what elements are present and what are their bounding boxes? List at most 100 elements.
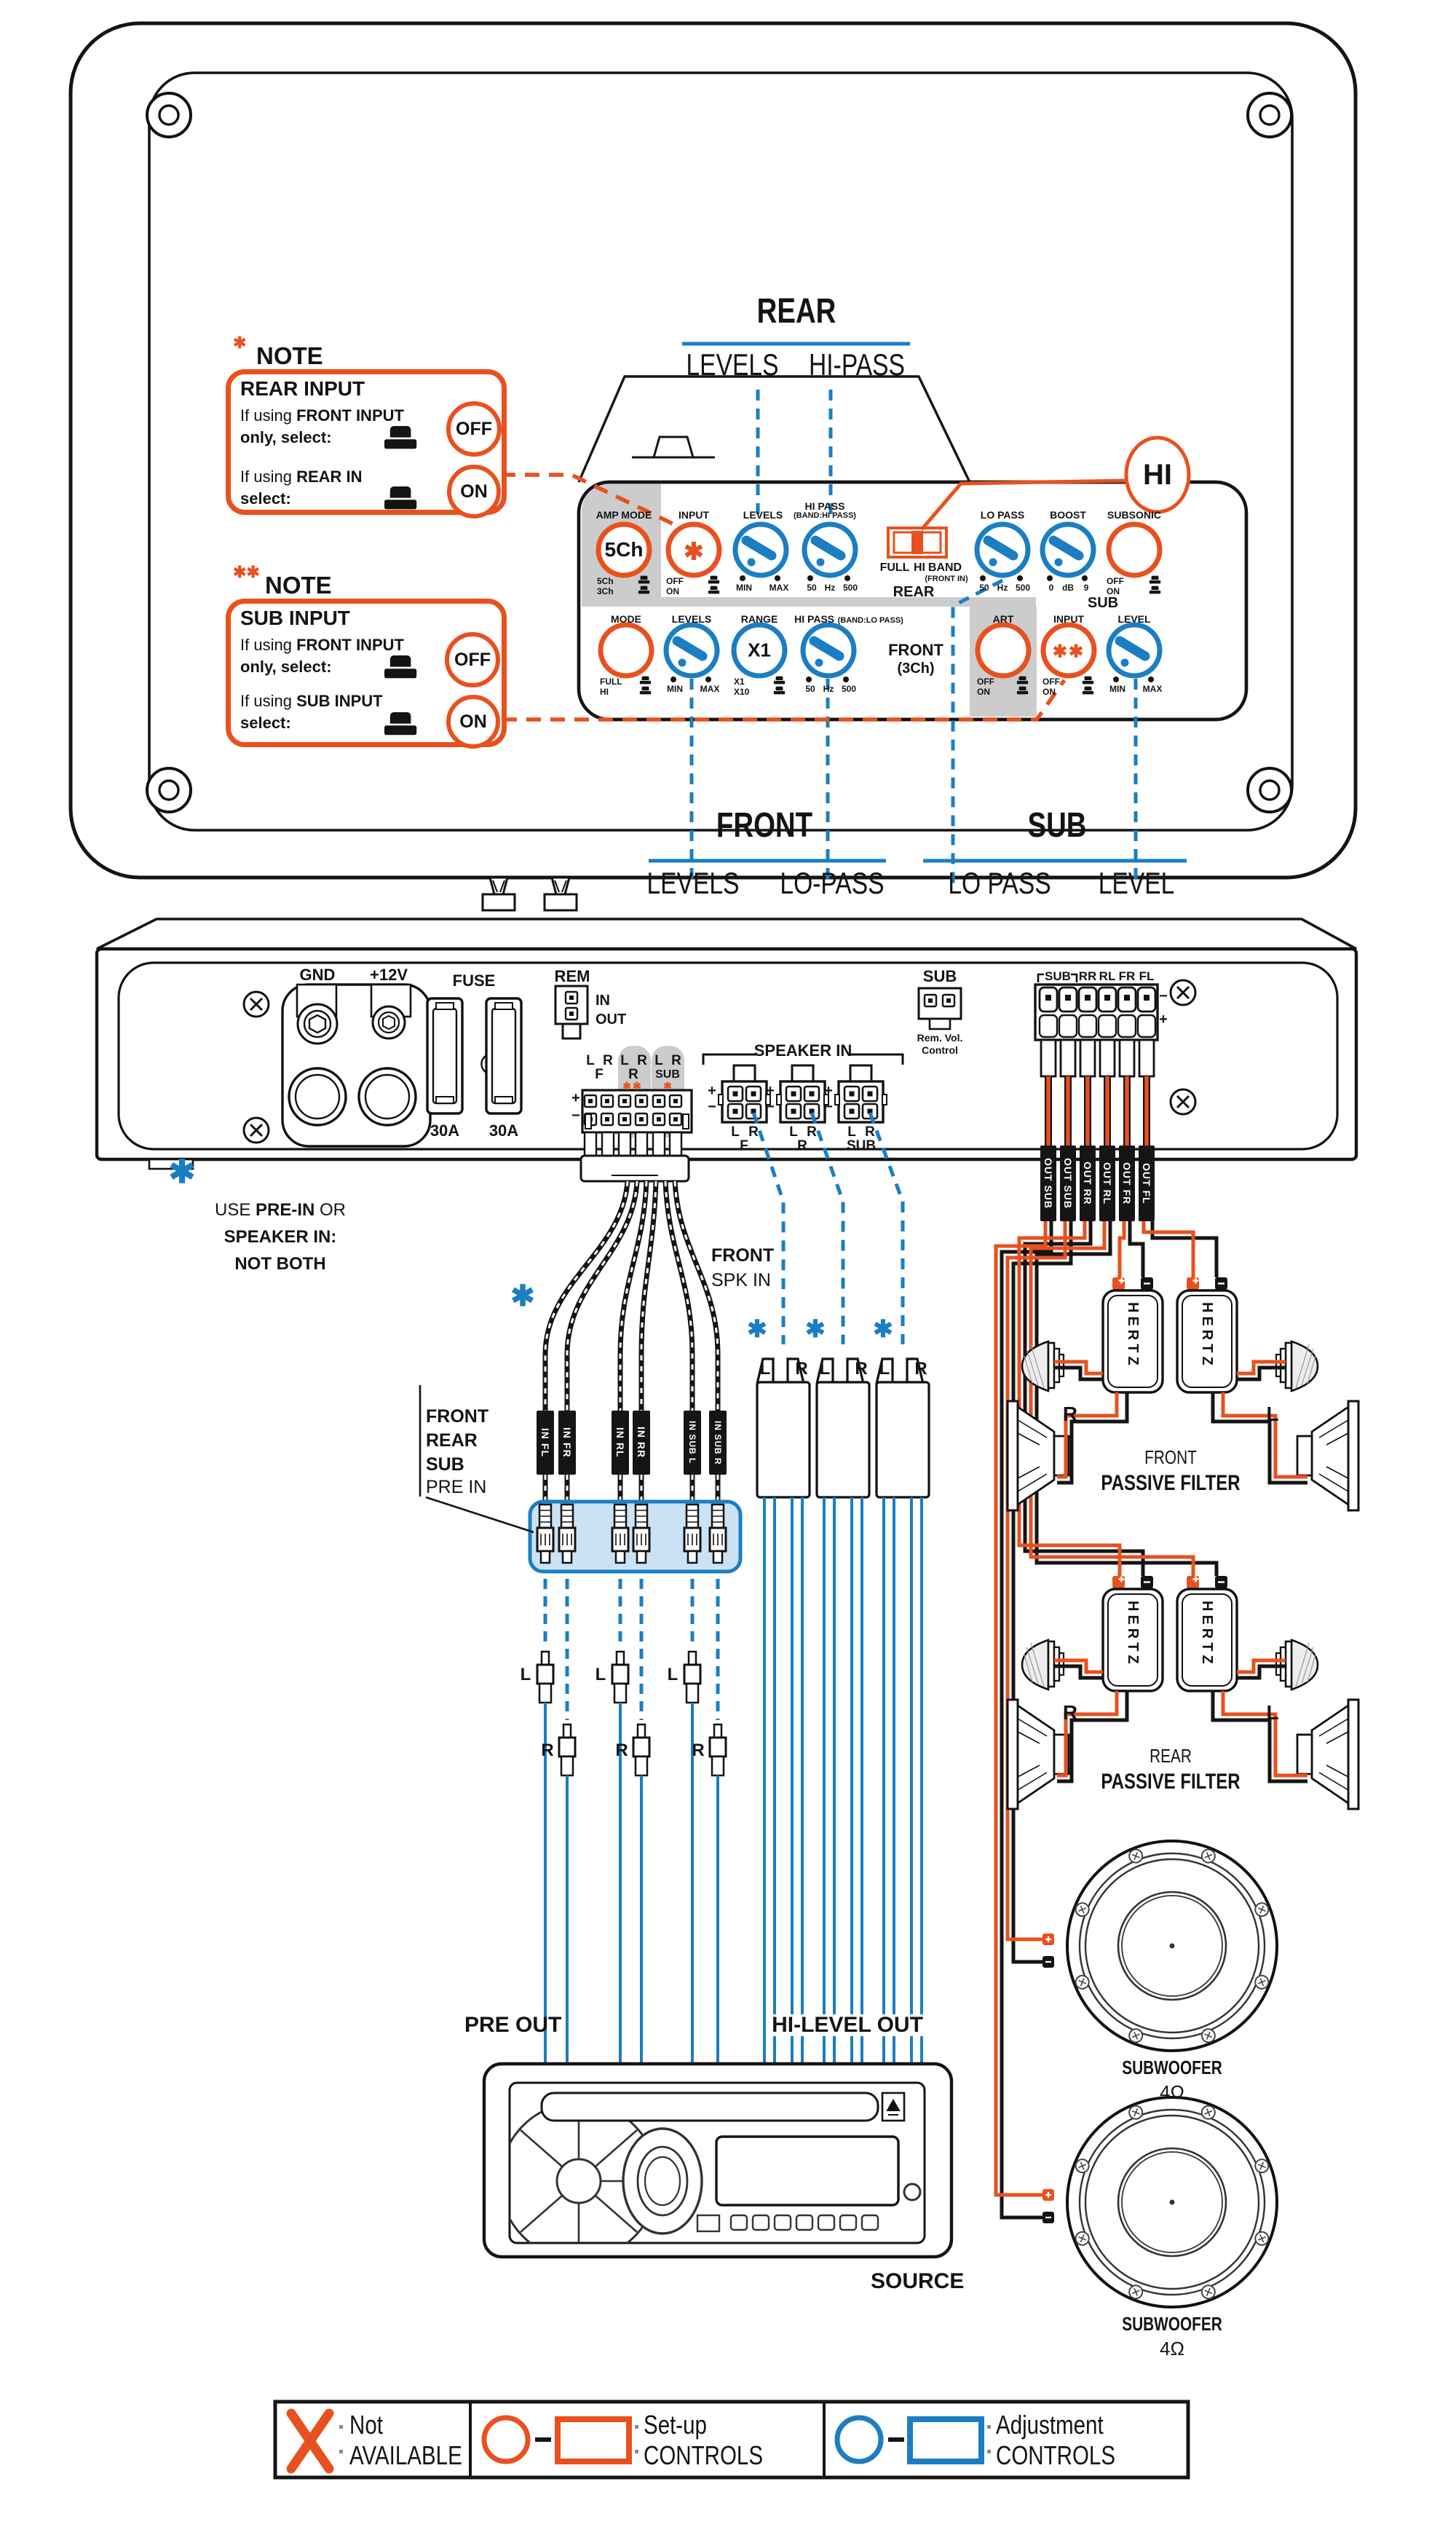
rear-filter-line2: PASSIVE FILTER <box>1101 1770 1241 1794</box>
sub-boost-knob[interactable] <box>1042 524 1093 575</box>
rca2-l: L <box>595 1665 606 1684</box>
amp-rear-view <box>95 918 1358 1183</box>
screw-top-right <box>1246 92 1293 138</box>
screw-bottom-right <box>1246 767 1293 813</box>
front-mode-title: MODE <box>611 613 641 625</box>
amp-mode-knob-label: 5Ch <box>604 538 644 561</box>
source-small-knob[interactable] <box>555 2158 602 2204</box>
source-preset-buttons[interactable] <box>729 2214 879 2231</box>
switch-down-icon <box>773 686 786 695</box>
front-hipass-subtitle: (BAND:LO PASS) <box>837 616 903 625</box>
source-label: SOURCE <box>871 2269 965 2293</box>
rear-input-opt2: ON <box>666 586 679 596</box>
front-hipass-max: 500 <box>841 684 857 694</box>
pre-in-r-mark: ✱✱ <box>622 1080 643 1092</box>
cd-slot[interactable] <box>540 2092 879 2122</box>
pre-in-block-line1: FRONT <box>426 1406 489 1427</box>
note2-star: ✱✱ <box>233 563 260 581</box>
rear-levels-title: LEVELS <box>743 509 783 521</box>
subwoofer1-impedance: 4Ω <box>1160 2081 1184 2103</box>
switch-up-icon <box>773 676 786 685</box>
sub-lopass-title: LO PASS <box>980 509 1025 521</box>
pre-in-cables-star: ✱ <box>510 1280 535 1312</box>
pre-in-cables <box>542 1180 721 1502</box>
note2-off-indicator: OFF <box>445 632 500 687</box>
pre-in-sub: SUB <box>655 1068 680 1081</box>
boost-unit: dB <box>1062 583 1074 593</box>
subsonic-knob[interactable] <box>1109 524 1160 575</box>
rem-connector <box>554 985 589 1040</box>
sub-remote-connector <box>917 987 962 1030</box>
out-rr-label: RR <box>1078 969 1097 983</box>
spk-in1-l: L <box>731 1124 740 1140</box>
source-power-button[interactable] <box>903 2183 922 2201</box>
subsonic-opt2: ON <box>1107 586 1120 596</box>
front-filter-right: R <box>1062 1403 1078 1425</box>
switch-up-icon <box>638 575 650 584</box>
pre-in-rca-zone <box>528 1499 743 1574</box>
pre-in-minus: − <box>571 1108 580 1124</box>
pre-in-sub-r: R <box>671 1053 681 1068</box>
rear-filter-right: R <box>1062 1701 1078 1724</box>
spk-in1-r: R <box>748 1124 759 1140</box>
subwoofer-2 <box>1042 2097 1277 2307</box>
rear-passive-filter <box>1006 1574 1360 1810</box>
rear-hipass-knob[interactable] <box>804 524 855 575</box>
out-sub-label: SUB <box>1045 969 1071 983</box>
switch-down-icon <box>708 586 720 594</box>
note1-title: NOTE <box>256 342 323 369</box>
sub-level-label: LEVEL <box>1098 866 1175 900</box>
hertz-brand: HERTZ <box>1199 1601 1215 1668</box>
setup-circle-icon <box>481 2415 531 2464</box>
out-minus: − <box>1159 988 1168 1004</box>
front-filter-line2: PASSIVE FILTER <box>1101 1471 1241 1495</box>
power-terminal-block <box>281 983 432 1148</box>
legend-available: AVAILABLE <box>349 2440 462 2470</box>
pre-in-f: F <box>595 1067 604 1082</box>
subwoofer-1 <box>1042 1841 1277 2051</box>
fuse-label: FUSE <box>452 971 496 990</box>
sub-lopass-max: 500 <box>1015 583 1031 593</box>
band-switch-full: FULL <box>879 561 910 574</box>
not-available-x-icon <box>286 2408 334 2474</box>
spk-plug2-r: R <box>855 1359 868 1379</box>
rem-out-label: OUT <box>596 1012 627 1028</box>
front-range-knob[interactable] <box>731 622 788 679</box>
rear-levels-knob[interactable] <box>735 524 786 575</box>
eject-button[interactable] <box>881 2092 906 2122</box>
sub-lopass-knob[interactable] <box>977 524 1028 575</box>
pre-in-sub-l: L <box>654 1053 663 1068</box>
subwoofer1-label: SUBWOOFER <box>1122 2057 1222 2078</box>
note1-on-indicator: ON <box>447 465 501 519</box>
front-range-title: RANGE <box>740 613 778 625</box>
band-switch[interactable] <box>887 527 948 559</box>
source-volume-knob[interactable] <box>622 2127 703 2235</box>
subsonic-title: SUBSONIC <box>1107 509 1161 521</box>
note1-heading: REAR INPUT <box>240 377 365 400</box>
sub-level-knob[interactable] <box>1109 625 1160 676</box>
hertz-brand: HERTZ <box>1125 1601 1141 1668</box>
rear-input-title: INPUT <box>678 509 709 521</box>
spk-plug1-r: R <box>795 1359 808 1379</box>
note1-row1-pre: If using <box>240 406 292 425</box>
spk-plug3-r: R <box>914 1359 927 1379</box>
spk-in3-r: R <box>865 1124 875 1140</box>
switch-down-icon <box>639 686 652 695</box>
switch-down-icon <box>384 712 417 736</box>
use-note-pre: USE <box>214 1200 256 1220</box>
front-mode-knob[interactable] <box>601 625 652 676</box>
use-note-bold: PRE-IN <box>256 1200 315 1220</box>
note2-row1-bold: FRONT INPUT <box>296 636 404 654</box>
art-knob[interactable] <box>978 625 1029 676</box>
pre-in-connector <box>579 1046 693 1183</box>
front-hipass-knob[interactable] <box>803 625 854 676</box>
front-levels-knob[interactable] <box>666 625 717 676</box>
setup-rect-icon <box>555 2416 632 2464</box>
note1-on-label: ON <box>460 481 488 502</box>
subsonic-opt1: OFF <box>1107 576 1124 586</box>
amp-mode-title: AMP MODE <box>596 509 652 521</box>
pre-in-block-line4: PRE IN <box>426 1477 487 1497</box>
hertz-brand: HERTZ <box>1199 1302 1215 1369</box>
spk-in1-plus: + <box>708 1083 716 1099</box>
